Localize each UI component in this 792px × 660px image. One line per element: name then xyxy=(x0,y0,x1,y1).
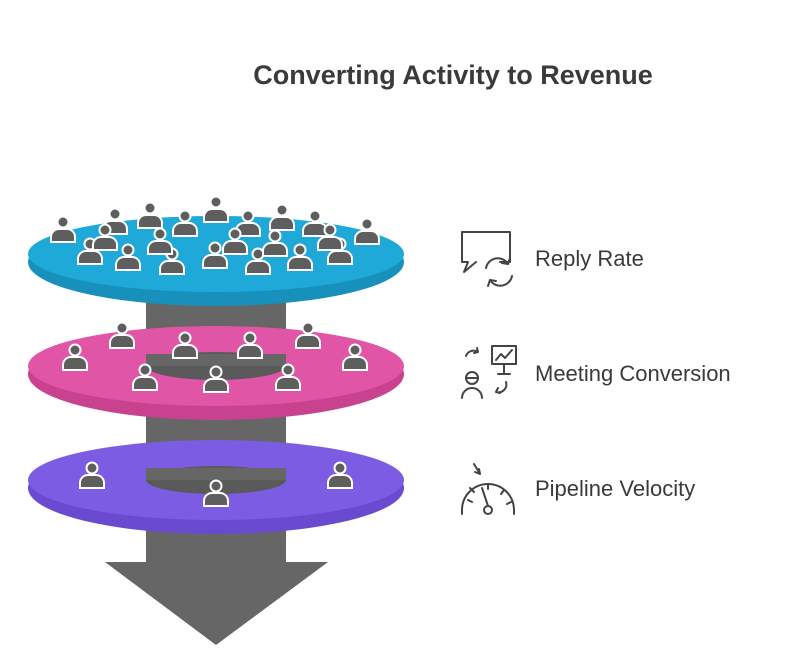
person-icon xyxy=(295,321,321,349)
person-icon xyxy=(115,243,141,271)
meeting-presentation-icon xyxy=(461,345,517,399)
person-icon xyxy=(147,227,173,255)
stage-label-meeting-conversion: Meeting Conversion xyxy=(535,361,731,386)
stage3-people-group xyxy=(79,461,353,507)
person-icon xyxy=(302,209,328,237)
person-icon xyxy=(132,363,158,391)
chat-refresh-icon xyxy=(461,231,513,287)
stage2-people-group xyxy=(62,321,368,393)
person-icon xyxy=(327,461,353,489)
person-icon xyxy=(237,331,263,359)
stage-label-reply-rate: Reply Rate xyxy=(535,246,644,271)
person-icon xyxy=(275,363,301,391)
diagram-title: Converting Activity to Revenue xyxy=(253,60,653,90)
person-icon xyxy=(62,343,88,371)
person-icon xyxy=(203,365,229,393)
person-icon xyxy=(317,223,343,251)
person-icon xyxy=(203,479,229,507)
person-icon xyxy=(109,321,135,349)
person-icon xyxy=(137,201,163,229)
person-icon xyxy=(269,203,295,231)
funnel-down-arrow xyxy=(105,562,328,645)
person-icon xyxy=(92,223,118,251)
person-icon xyxy=(202,241,228,269)
person-icon xyxy=(342,343,368,371)
person-icon xyxy=(203,195,229,223)
person-icon xyxy=(287,243,313,271)
person-icon xyxy=(50,215,76,243)
person-icon xyxy=(222,227,248,255)
stage1-people-group xyxy=(50,195,380,275)
stage-label-pipeline-velocity: Pipeline Velocity xyxy=(535,476,696,501)
person-icon xyxy=(235,209,261,237)
person-icon xyxy=(354,217,380,245)
person-icon xyxy=(245,247,271,275)
person-icon xyxy=(172,331,198,359)
person-icon xyxy=(79,461,105,489)
speedometer-icon xyxy=(461,463,515,515)
person-icon xyxy=(262,229,288,257)
person-icon xyxy=(172,209,198,237)
